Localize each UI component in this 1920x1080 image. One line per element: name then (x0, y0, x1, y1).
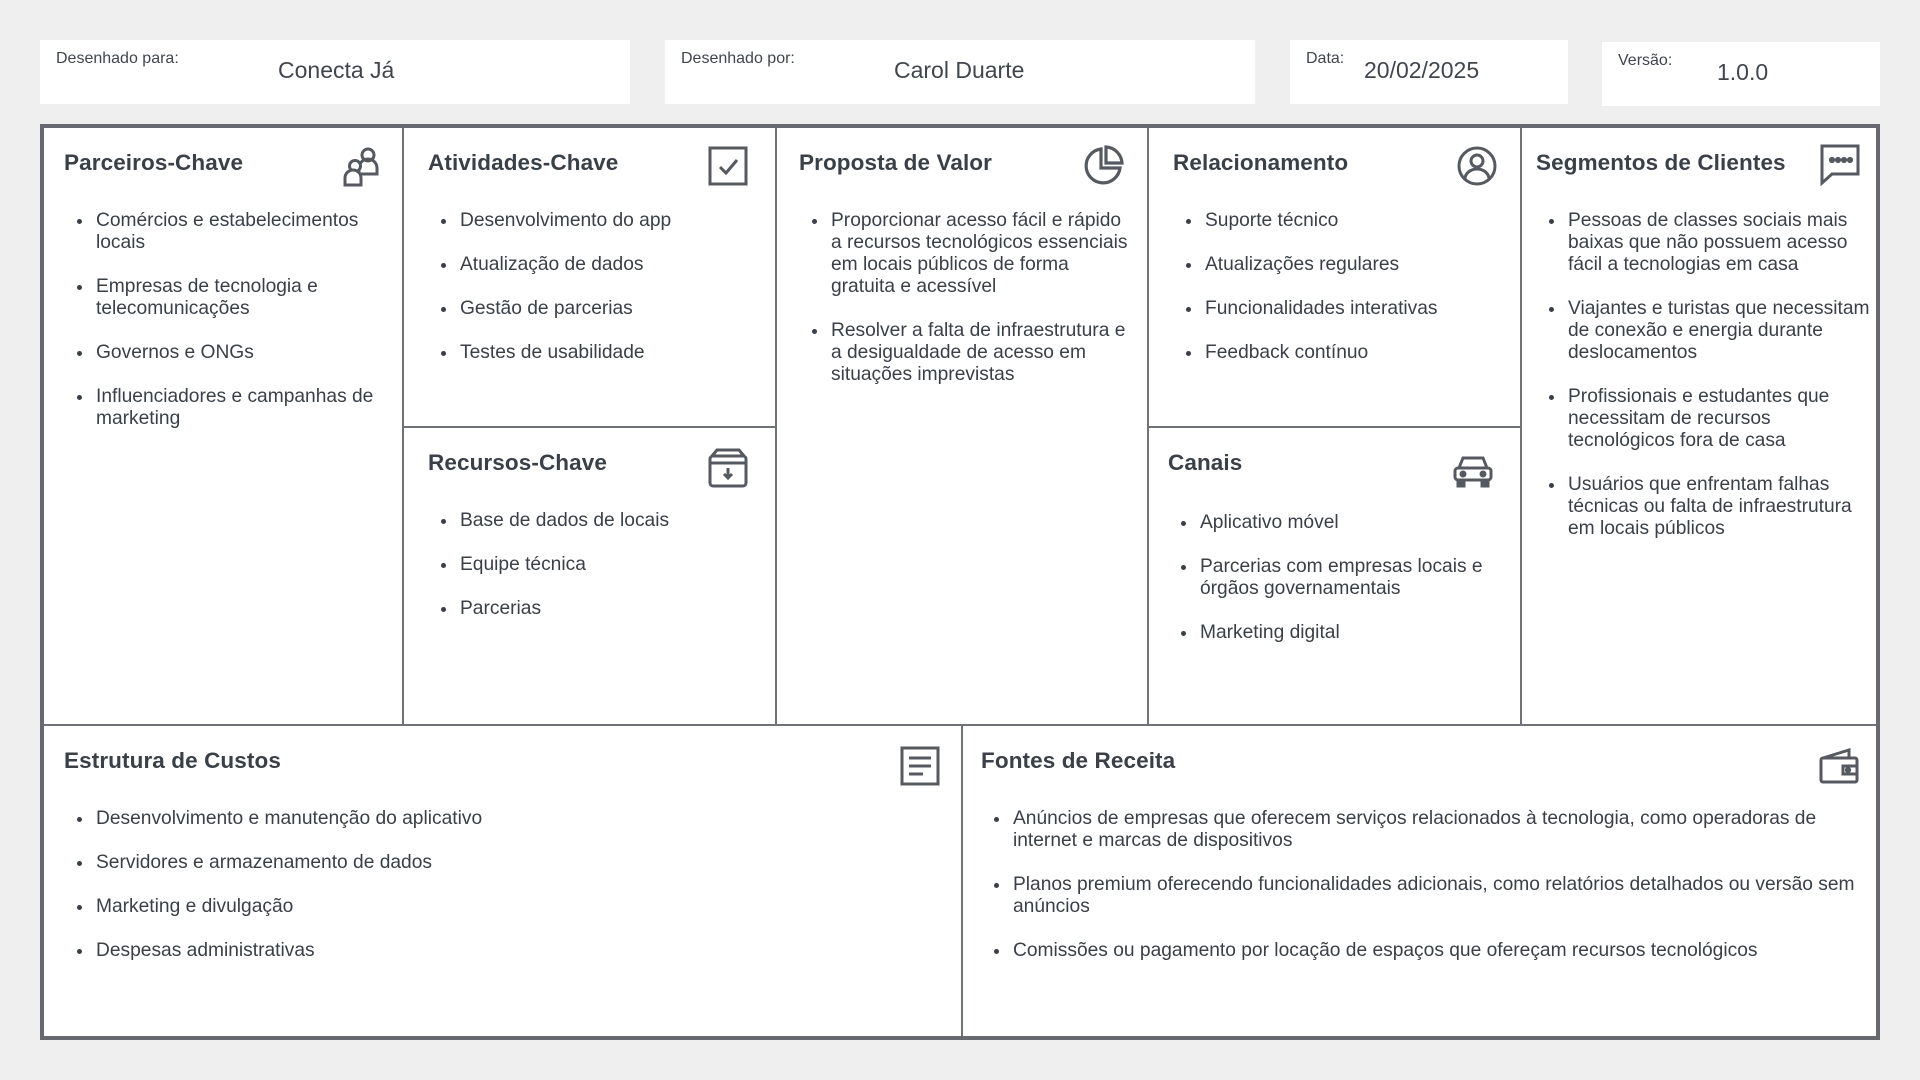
list-item: Comissões ou pagamento por locação de es… (994, 940, 1863, 962)
cost-structure-block[interactable]: Estrutura de Custos Desenvolvimento e ma… (44, 726, 963, 1036)
version-label: Versão: (1618, 52, 1673, 69)
list-item: Pessoas de classes sociais mais baixas q… (1549, 210, 1874, 276)
customer-relationships-list: Suporte técnico Atualizações regulares F… (1186, 210, 1505, 386)
key-resources-block[interactable]: Recursos-Chave Base de dados de locais E… (404, 428, 777, 726)
customer-relationships-block[interactable]: Relacionamento Suporte técnico Atualizaç… (1149, 128, 1522, 428)
chat-bubble-icon (1818, 142, 1862, 186)
list-item: Marketing digital (1181, 622, 1510, 644)
list-item: Suporte técnico (1186, 210, 1505, 232)
list-item: Desenvolvimento do app (441, 210, 760, 232)
list-item: Atualização de dados (441, 254, 760, 276)
document-icon (898, 744, 942, 788)
channels-block[interactable]: Canais Aplicativo móvel Parcerias com em… (1149, 428, 1522, 726)
list-item: Atualizações regulares (1186, 254, 1505, 276)
designed-for-label: Desenhado para: (56, 50, 179, 67)
list-item: Servidores e armazenamento de dados (77, 852, 936, 874)
key-partners-list: Comércios e estabelecimentos locais Empr… (77, 210, 386, 452)
list-item: Empresas de tecnologia e telecomunicaçõe… (77, 276, 386, 320)
customer-relationships-title: Relacionamento (1173, 150, 1349, 175)
list-item: Base de dados de locais (441, 510, 760, 532)
designed-by-box[interactable]: Desenhado por: Carol Duarte (665, 40, 1255, 104)
date-box[interactable]: Data: 20/02/2025 (1290, 40, 1568, 104)
list-item: Anúncios de empresas que oferecem serviç… (994, 808, 1863, 852)
list-item: Gestão de parcerias (441, 298, 760, 320)
checkbox-icon (706, 144, 750, 188)
wallet-icon (1817, 744, 1861, 788)
list-item: Testes de usabilidade (441, 342, 760, 364)
list-item: Profissionais e estudantes que necessita… (1549, 386, 1874, 452)
business-model-canvas: Parceiros-Chave Comércios e estabelecime… (40, 124, 1880, 1040)
date-value[interactable]: 20/02/2025 (1364, 57, 1480, 83)
list-item: Equipe técnica (441, 554, 760, 576)
list-item: Funcionalidades interativas (1186, 298, 1505, 320)
car-icon (1451, 448, 1495, 492)
date-label: Data: (1306, 50, 1345, 67)
key-activities-title: Atividades-Chave (428, 150, 619, 175)
list-item: Desenvolvimento e manutenção do aplicati… (77, 808, 936, 830)
customer-segments-title: Segmentos de Clientes (1536, 150, 1786, 175)
list-item: Aplicativo móvel (1181, 512, 1510, 534)
designed-for-value[interactable]: Conecta Já (278, 57, 395, 83)
key-activities-block[interactable]: Atividades-Chave Desenvolvimento do app … (404, 128, 777, 428)
archive-box-icon (706, 446, 750, 490)
key-resources-title: Recursos-Chave (428, 450, 607, 475)
revenue-streams-list: Anúncios de empresas que oferecem serviç… (994, 808, 1863, 984)
cost-structure-list: Desenvolvimento e manutenção do aplicati… (77, 808, 936, 984)
customer-segments-list: Pessoas de classes sociais mais baixas q… (1549, 210, 1874, 562)
list-item: Viajantes e turistas que necessitam de c… (1549, 298, 1874, 364)
customer-segments-block[interactable]: Segmentos de Clientes Pessoas de classes… (1522, 128, 1876, 726)
channels-list: Aplicativo móvel Parcerias com empresas … (1181, 512, 1510, 666)
list-item: Marketing e divulgação (77, 896, 936, 918)
version-box[interactable]: Versão: 1.0.0 (1602, 42, 1880, 106)
value-proposition-list: Proporcionar acesso fácil e rápido a rec… (812, 210, 1131, 408)
designed-by-label: Desenhado por: (681, 50, 795, 67)
value-proposition-title: Proposta de Valor (799, 150, 993, 175)
key-resources-list: Base de dados de locais Equipe técnica P… (441, 510, 760, 642)
key-partners-title: Parceiros-Chave (64, 150, 244, 175)
pie-chart-icon (1081, 144, 1125, 188)
list-item: Usuários que enfrentam falhas técnicas o… (1549, 474, 1874, 540)
designed-by-value[interactable]: Carol Duarte (894, 57, 1025, 83)
list-item: Parcerias (441, 598, 760, 620)
partners-icon (340, 144, 384, 188)
list-item: Feedback contínuo (1186, 342, 1505, 364)
value-proposition-block[interactable]: Proposta de Valor Proporcionar acesso fá… (777, 128, 1149, 726)
list-item: Planos premium oferecendo funcionalidade… (994, 874, 1863, 918)
version-value[interactable]: 1.0.0 (1717, 59, 1769, 85)
channels-title: Canais (1168, 450, 1243, 475)
list-item: Despesas administrativas (77, 940, 936, 962)
list-item: Parcerias com empresas locais e órgãos g… (1181, 556, 1510, 600)
key-activities-list: Desenvolvimento do app Atualização de da… (441, 210, 760, 386)
user-circle-icon (1455, 144, 1499, 188)
list-item: Influenciadores e campanhas de marketing (77, 386, 386, 430)
list-item: Proporcionar acesso fácil e rápido a rec… (812, 210, 1131, 298)
cost-structure-title: Estrutura de Custos (64, 748, 281, 773)
revenue-streams-title: Fontes de Receita (981, 748, 1176, 773)
list-item: Comércios e estabelecimentos locais (77, 210, 386, 254)
list-item: Governos e ONGs (77, 342, 386, 364)
designed-for-box[interactable]: Desenhado para: Conecta Já (40, 40, 630, 104)
list-item: Resolver a falta de infraestrutura e a d… (812, 320, 1131, 386)
revenue-streams-block[interactable]: Fontes de Receita Anúncios de empresas q… (963, 726, 1876, 1036)
key-partners-block[interactable]: Parceiros-Chave Comércios e estabelecime… (44, 128, 404, 726)
